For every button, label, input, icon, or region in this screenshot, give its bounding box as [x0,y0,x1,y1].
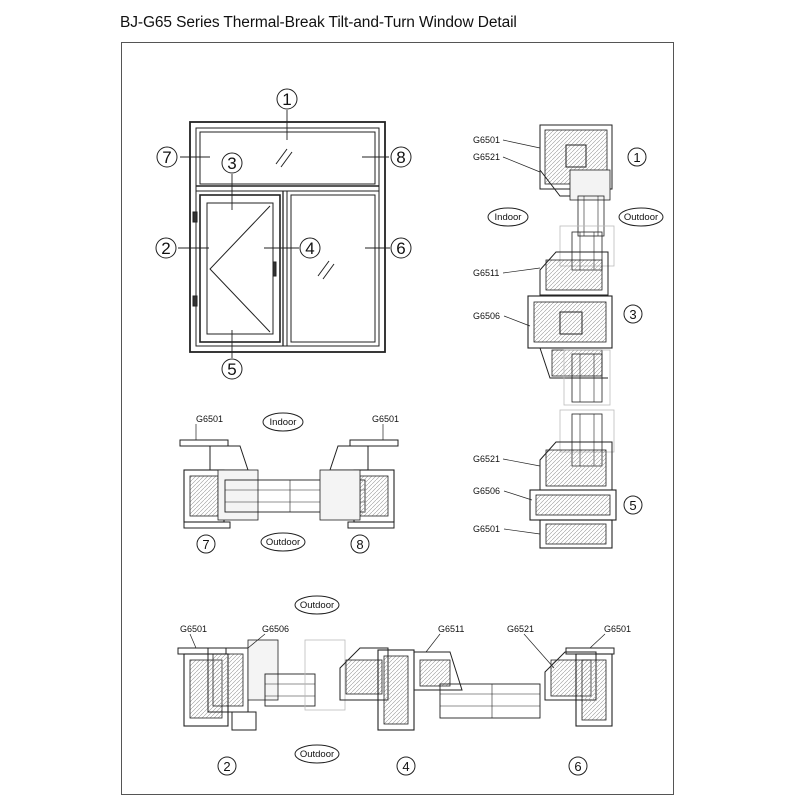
outdoor-tag-middle: Outdoor [260,532,306,552]
bottom-row-labels: Outdoor G6501 G6506 G6511 G6521 G6501 Ou… [180,595,631,776]
svg-text:6: 6 [396,239,405,258]
code-label: G6521 [473,454,500,464]
page-title: BJ-G65 Series Thermal-Break Tilt-and-Tur… [120,14,517,31]
svg-text:Indoor: Indoor [495,212,522,223]
svg-text:2: 2 [223,759,230,774]
callout-3-right: 3 [623,304,643,324]
callout-5: 5 [221,358,243,380]
svg-text:7: 7 [202,537,209,552]
svg-text:4: 4 [402,759,409,774]
right-column-labels: G6501 G6521 1 Indoor Outdoor G6511 G6506… [473,135,664,534]
code-label: G6521 [473,152,500,162]
drawing-sheet-border [121,42,674,795]
code-label: G6506 [262,624,289,634]
window-callouts: 1 7 8 3 2 4 6 5 [155,88,412,380]
code-label: G6511 [473,268,499,278]
callout-6: 6 [390,237,412,259]
svg-text:3: 3 [629,307,636,322]
svg-text:8: 8 [356,537,363,552]
svg-text:Outdoor: Outdoor [266,537,300,548]
code-label: G6521 [507,624,534,634]
svg-text:Outdoor: Outdoor [300,600,334,611]
callout-1: 1 [276,88,298,110]
callout-8: 8 [390,146,412,168]
svg-text:6: 6 [574,759,581,774]
bottom-row-section [177,639,615,731]
code-label: G6501 [473,524,500,534]
callout-7: 7 [156,146,178,168]
code-label: G6506 [473,486,500,496]
code-label: G6501 [196,414,223,424]
indoor-tag: Indoor [487,207,529,227]
right-column-leaders [502,139,541,535]
svg-text:5: 5 [227,360,236,379]
callout-1-right: 1 [627,147,647,167]
callout-5-right: 5 [623,495,643,515]
callout-4-bottom: 4 [396,756,416,776]
middle-row-labels: G6501 G6501 Indoor Outdoor 7 8 [196,412,399,554]
code-label: G6501 [604,624,631,634]
code-label: G6501 [473,135,500,145]
callout-4: 4 [299,237,321,259]
svg-text:8: 8 [396,148,405,167]
svg-text:Outdoor: Outdoor [300,749,334,760]
svg-text:4: 4 [305,239,314,258]
indoor-tag-middle: Indoor [262,412,304,432]
svg-text:Indoor: Indoor [270,417,297,428]
code-label: G6501 [372,414,399,424]
middle-row-leaders [195,424,384,440]
window-elevation [189,121,386,353]
callout-3: 3 [221,152,243,174]
middle-row-section [179,439,399,529]
code-label: G6511 [438,624,464,634]
callout-6-bottom: 6 [568,756,588,776]
svg-text:5: 5 [629,498,636,513]
callout-2: 2 [155,237,177,259]
code-label: G6506 [473,311,500,321]
window-callout-leaders [178,110,390,358]
svg-text:1: 1 [282,90,291,109]
outdoor-tag-bottom: Outdoor [294,744,340,764]
svg-text:1: 1 [633,150,640,165]
outdoor-tag: Outdoor [618,207,664,227]
right-column-section [527,124,617,549]
bottom-row-leaders [189,633,606,669]
svg-text:7: 7 [162,148,171,167]
code-label: G6501 [180,624,207,634]
callout-7-middle: 7 [196,534,216,554]
svg-text:3: 3 [227,154,236,173]
outdoor-tag-bottom-top: Outdoor [294,595,340,615]
callout-2-bottom: 2 [217,756,237,776]
svg-text:Outdoor: Outdoor [624,212,658,223]
svg-text:2: 2 [161,239,170,258]
callout-8-middle: 8 [350,534,370,554]
